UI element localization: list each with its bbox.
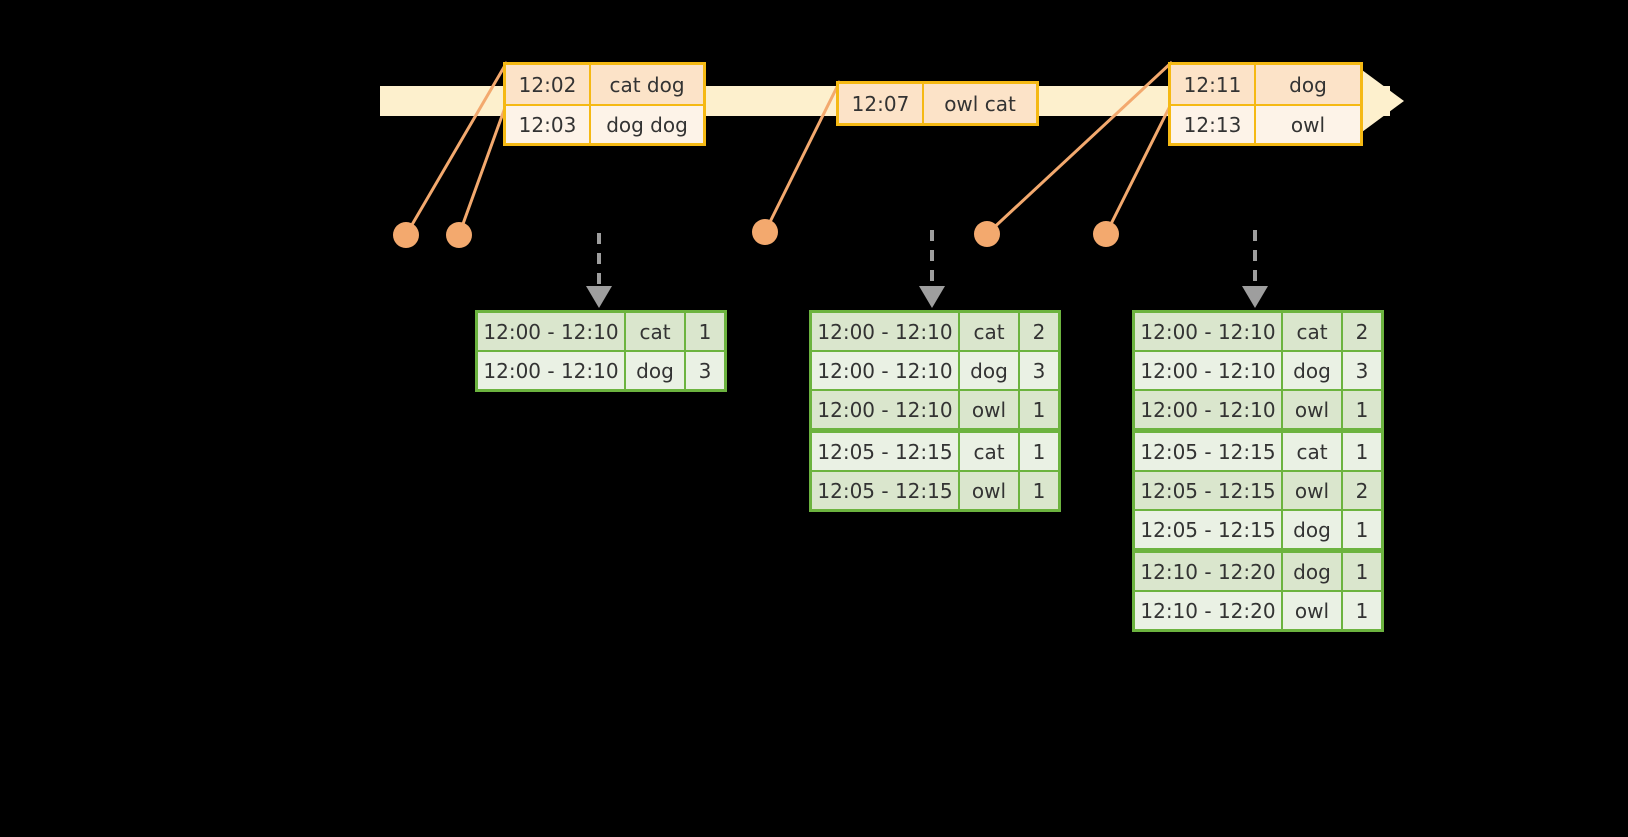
event-dot-1211: [974, 221, 1000, 247]
cell-count: 1: [1020, 472, 1058, 509]
cell-count: 2: [1343, 313, 1381, 350]
cell-count: 1: [1020, 391, 1058, 428]
cell-window: 12:00 - 12:10: [1135, 352, 1281, 389]
cell-count: 2: [1020, 313, 1058, 350]
down-arrow-table-1-head-icon: [586, 286, 612, 308]
event-time: 12:07: [839, 84, 924, 123]
event-words: dog dog: [591, 106, 703, 143]
cell-window: 12:05 - 12:15: [812, 472, 958, 509]
cell-window: 12:00 - 12:10: [478, 313, 624, 350]
cell-count: 3: [686, 352, 724, 389]
cell-count: 1: [1343, 511, 1381, 548]
cell-count: 1: [1020, 433, 1058, 470]
cell-count: 1: [1343, 433, 1381, 470]
cell-window: 12:05 - 12:15: [1135, 433, 1281, 470]
cell-key: cat: [626, 313, 684, 350]
cell-key: dog: [960, 352, 1018, 389]
event-time: 12:11: [1171, 65, 1256, 104]
cell-key: dog: [626, 352, 684, 389]
cell-key: dog: [1283, 352, 1341, 389]
connector-line-1213: [1104, 101, 1174, 235]
cell-key: owl: [960, 472, 1018, 509]
cell-count: 1: [686, 313, 724, 350]
cell-count: 2: [1343, 472, 1381, 509]
event-dot-1213: [1093, 221, 1119, 247]
cell-key: dog: [1283, 553, 1341, 590]
event-time: 12:13: [1171, 106, 1256, 143]
cell-window: 12:10 - 12:20: [1135, 592, 1281, 629]
event-dot-1207: [752, 219, 778, 245]
cell-window: 12:05 - 12:15: [1135, 511, 1281, 548]
event-words: owl: [1256, 106, 1360, 143]
cell-window: 12:00 - 12:10: [478, 352, 624, 389]
cell-key: owl: [1283, 592, 1341, 629]
cell-window: 12:00 - 12:10: [812, 313, 958, 350]
cell-window: 12:10 - 12:20: [1135, 553, 1281, 590]
cell-count: 3: [1343, 352, 1381, 389]
cell-window: 12:05 - 12:15: [1135, 472, 1281, 509]
cell-count: 1: [1343, 592, 1381, 629]
cell-window: 12:00 - 12:10: [1135, 391, 1281, 428]
timeline-arrowhead-icon: [1362, 70, 1404, 132]
cell-window: 12:00 - 12:10: [1135, 313, 1281, 350]
cell-key: cat: [960, 313, 1018, 350]
cell-key: cat: [960, 433, 1018, 470]
event-words: cat dog: [591, 65, 703, 104]
cell-key: owl: [1283, 472, 1341, 509]
cell-count: 1: [1343, 553, 1381, 590]
event-dot-1202: [393, 222, 419, 248]
event-words: dog: [1256, 65, 1360, 104]
connector-line-1203: [457, 101, 509, 236]
cell-window: 12:00 - 12:10: [812, 391, 958, 428]
cell-window: 12:00 - 12:10: [812, 352, 958, 389]
down-arrow-table-2-head-icon: [919, 286, 945, 308]
cell-key: owl: [960, 391, 1018, 428]
cell-key: cat: [1283, 313, 1341, 350]
event-time: 12:02: [506, 65, 591, 104]
cell-key: cat: [1283, 433, 1341, 470]
cell-key: owl: [1283, 391, 1341, 428]
event-dot-1203: [446, 222, 472, 248]
cell-window: 12:05 - 12:15: [812, 433, 958, 470]
event-words: owl cat: [924, 84, 1036, 123]
down-arrow-table-3-head-icon: [1242, 286, 1268, 308]
event-time: 12:03: [506, 106, 591, 143]
cell-count: 1: [1343, 391, 1381, 428]
cell-key: dog: [1283, 511, 1341, 548]
cell-count: 3: [1020, 352, 1058, 389]
